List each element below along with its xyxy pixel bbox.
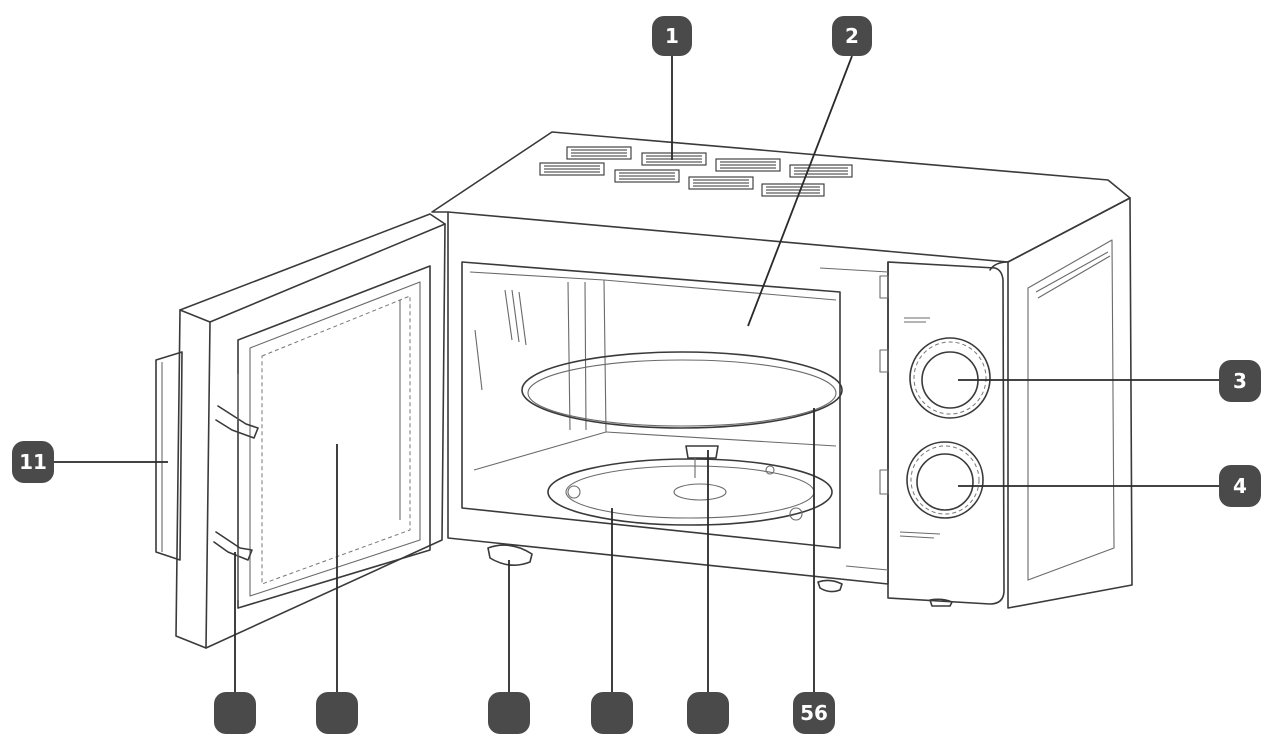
svg-text:56: 56: [800, 701, 828, 725]
callout-blank-2: [316, 692, 358, 734]
svg-text:4: 4: [1233, 474, 1247, 498]
callout-56: 56: [793, 692, 835, 734]
callout-blank-3: [488, 692, 530, 734]
door: [155, 213, 446, 649]
svg-text:2: 2: [845, 24, 859, 48]
callout-blank-1: [214, 692, 256, 734]
leader-2: [747, 55, 853, 327]
callout-1: 1: [652, 16, 692, 56]
leader-lines: [54, 55, 1222, 694]
callout-blank-4: [591, 692, 633, 734]
svg-text:11: 11: [19, 450, 47, 474]
microwave-body: [431, 131, 1133, 609]
top-vents: [539, 146, 853, 197]
svg-text:3: 3: [1233, 369, 1247, 393]
callout-blank-5: [687, 692, 729, 734]
callout-4: 4: [1219, 465, 1261, 507]
svg-text:1: 1: [665, 24, 679, 48]
callout-2: 2: [832, 16, 872, 56]
callout-3: 3: [1219, 360, 1261, 402]
callout-11: 11: [12, 441, 54, 483]
